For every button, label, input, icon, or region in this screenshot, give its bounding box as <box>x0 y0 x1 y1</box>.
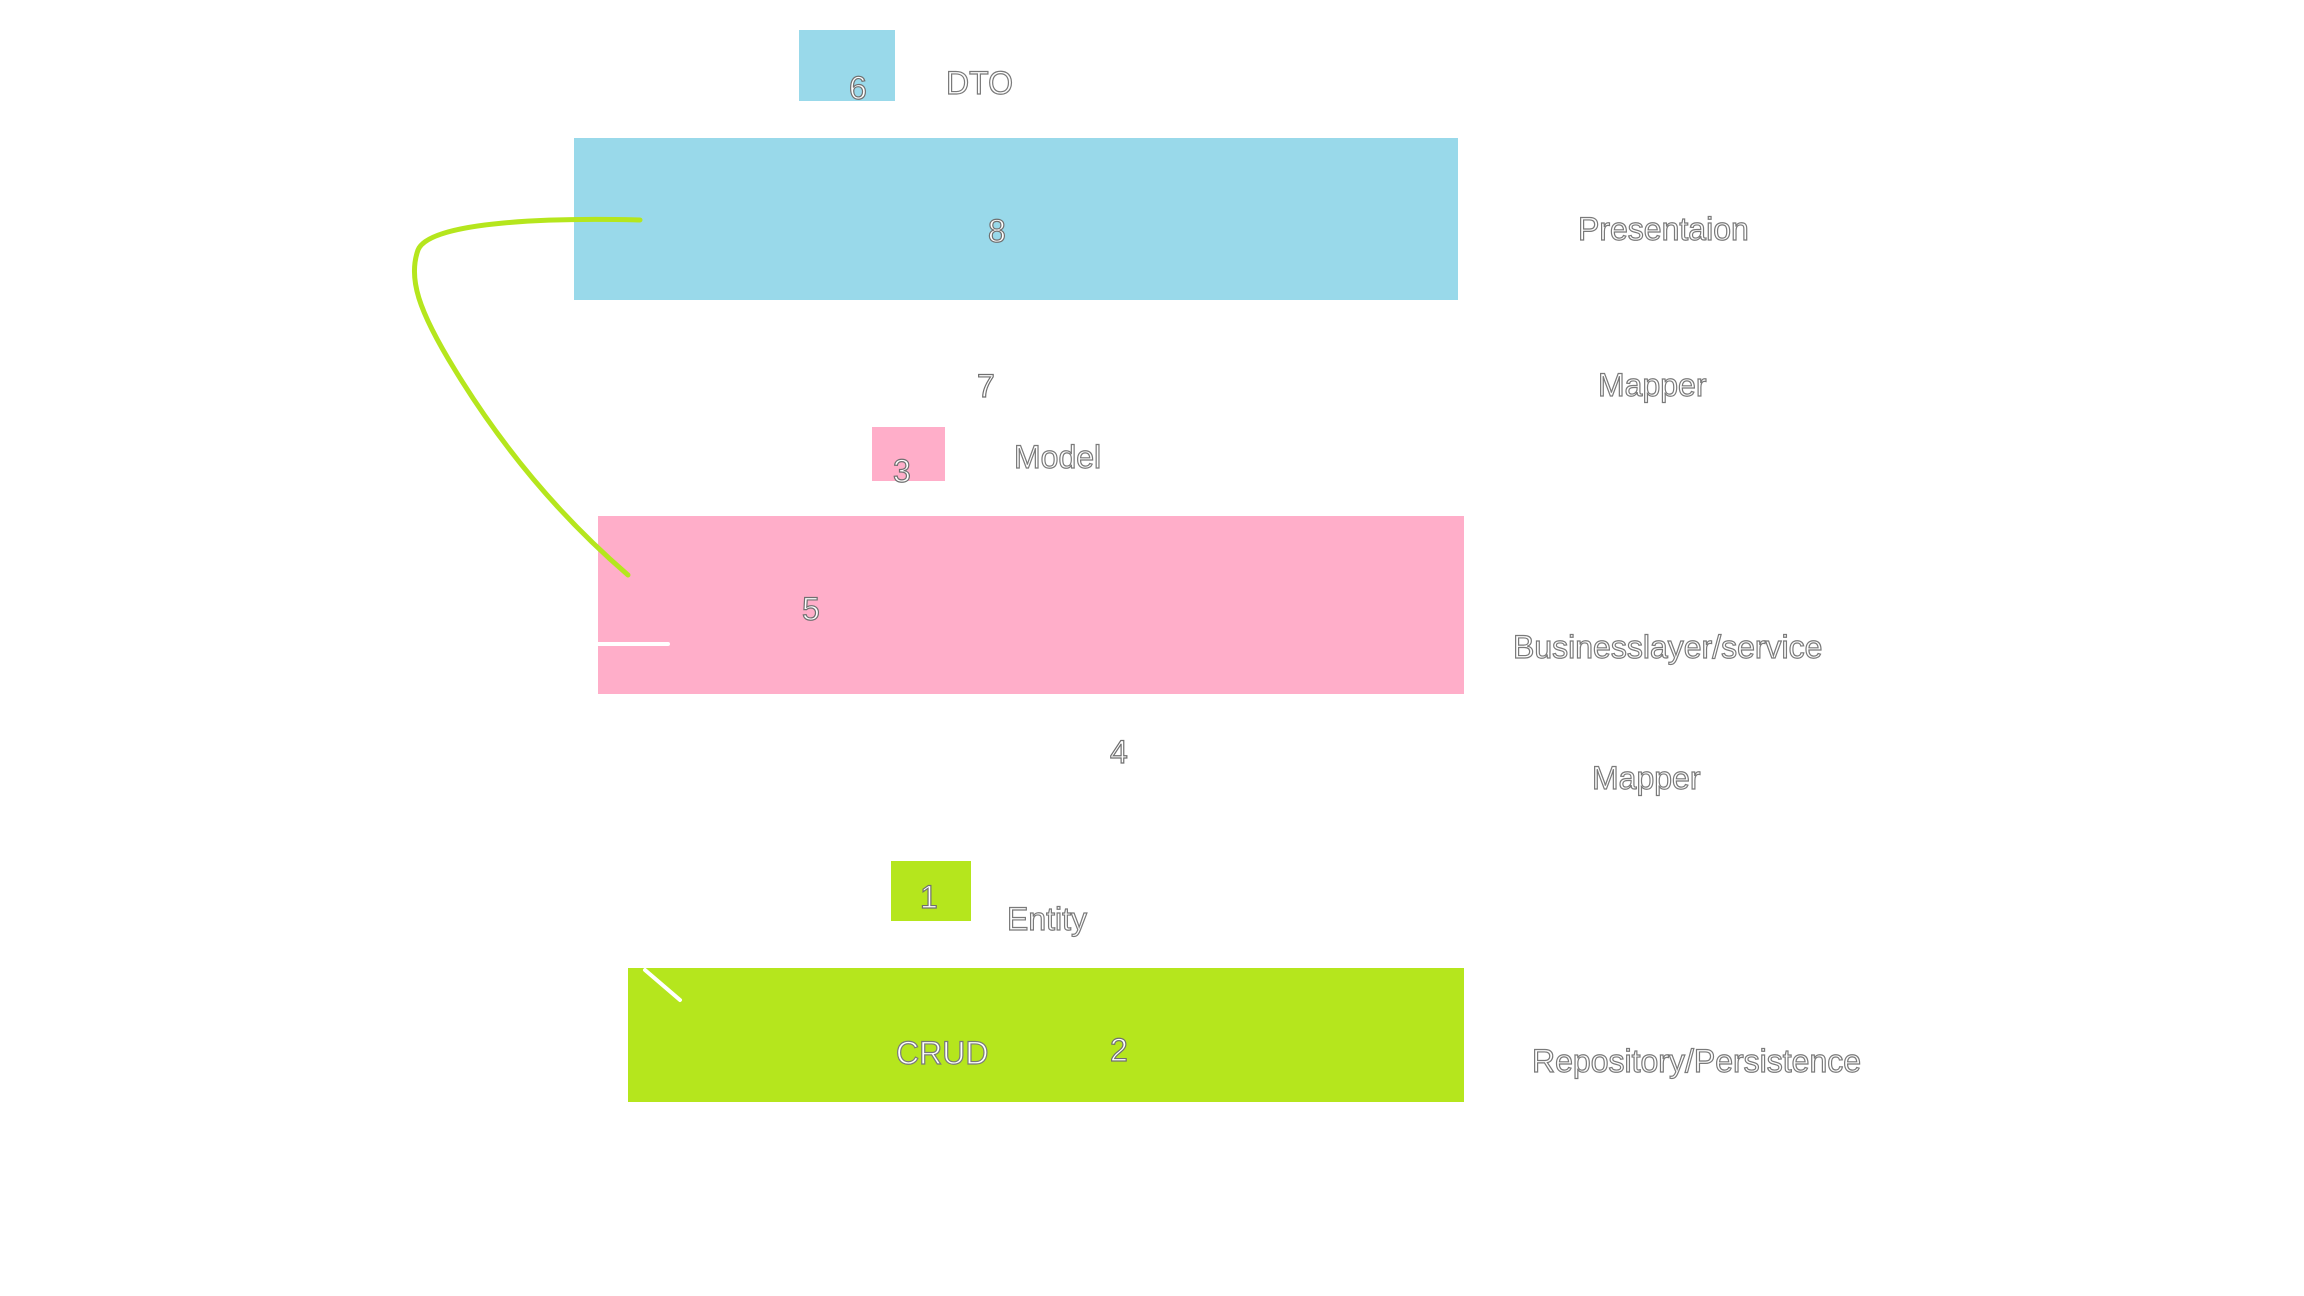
entity-label: Entity <box>1006 901 1088 937</box>
dto-label: DTO <box>945 65 1013 101</box>
business-layer-box <box>598 516 1464 694</box>
entity-box <box>891 861 971 921</box>
business-layer-number: 5 <box>801 591 820 627</box>
crud-label: CRUD <box>895 1035 989 1071</box>
repository-layer-number: 2 <box>1109 1032 1128 1068</box>
mapper-bottom-number: 4 <box>1109 734 1128 770</box>
model-number: 3 <box>892 453 911 489</box>
dto-number: 6 <box>848 70 867 106</box>
presentation-layer-box <box>574 138 1458 300</box>
presentation-layer-number: 8 <box>987 213 1006 249</box>
model-box <box>872 427 945 481</box>
dto-box <box>799 30 895 101</box>
mapper-top-number: 7 <box>976 368 995 404</box>
mapper-top-label: Mapper <box>1597 367 1707 403</box>
mapper-bottom-label: Mapper <box>1591 760 1701 796</box>
model-label: Model <box>1013 439 1102 475</box>
repository-layer-label: Repository/Persistence <box>1531 1043 1862 1079</box>
presentation-layer-label: Presentaion <box>1577 211 1749 247</box>
repository-layer-box <box>628 968 1464 1102</box>
entity-number: 1 <box>919 879 938 915</box>
business-layer-label: Businesslayer/service <box>1512 629 1823 665</box>
